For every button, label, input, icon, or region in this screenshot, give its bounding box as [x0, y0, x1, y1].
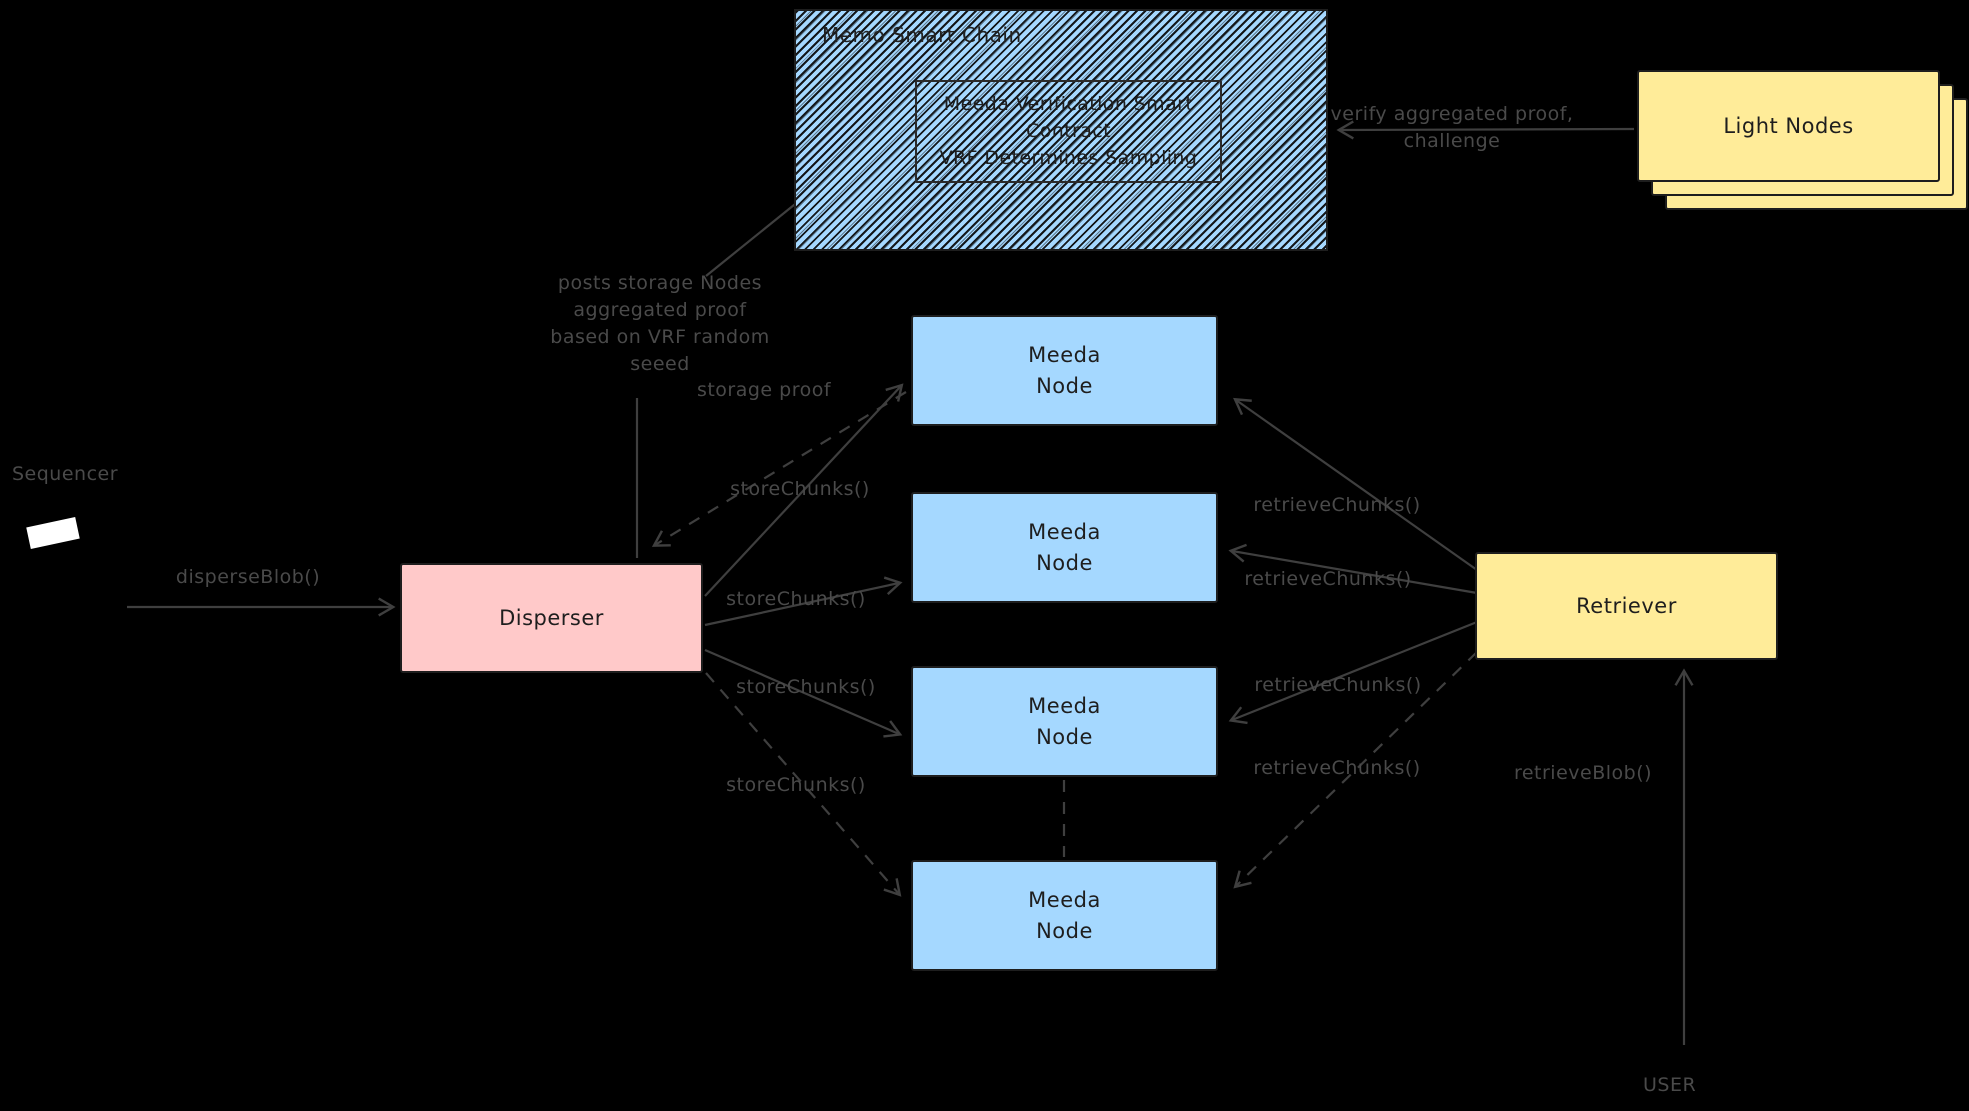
posts-proof-line: aggregated proof [573, 298, 747, 321]
disperser-label: Disperser [499, 605, 604, 630]
posts-proof-line: seeed [630, 352, 690, 375]
meeda-node-label: Meeda [1028, 343, 1101, 368]
user-label: USER [1643, 1074, 1697, 1096]
store-chunks-label-1: storeChunks() [730, 478, 870, 500]
sequencer-label: Sequencer [12, 463, 119, 485]
chain-title: Memo Smart Chain [822, 23, 1022, 47]
meeda-node-label: Node [1036, 918, 1093, 943]
store-chunks-label-2: storeChunks() [726, 588, 866, 610]
posts-proof-line: based on VRF random [550, 325, 770, 348]
meeda-node-1: Meeda Node [911, 315, 1218, 426]
posts-proof-line: posts storage Nodes [557, 272, 763, 294]
retrieve-blob-label: retrieveBlob() [1513, 762, 1653, 784]
meeda-node-label: Meeda [1028, 888, 1101, 913]
edge-retrieve-chunks-1 [1233, 397, 1478, 571]
verify-proof-label: verify aggregated proof, challenge [1331, 101, 1574, 155]
meeda-node-label: Node [1036, 724, 1093, 749]
contract-line: VRF Determines Sampling [939, 146, 1198, 169]
meeda-node-3: Meeda Node [911, 666, 1218, 777]
edge-retrieve-chunks-3 [1228, 620, 1478, 725]
retrieve-chunks-label-1: retrieveChunks() [1253, 494, 1421, 516]
light-nodes-box: Light Nodes [1637, 70, 1940, 182]
contract-line: Meeda Verification Smart [943, 93, 1194, 116]
edge-storage-proof [651, 391, 907, 547]
sequencer-shape [26, 517, 80, 549]
storage-proof-label: storage proof [696, 379, 832, 401]
verification-contract-box: Meeda Verification Smart Contract VRF De… [915, 80, 1222, 183]
light-nodes-label: Light Nodes [1723, 113, 1854, 138]
retrieve-chunks-label-4: retrieveChunks() [1253, 757, 1421, 779]
store-chunks-label-4: storeChunks() [726, 774, 866, 796]
retriever-box: Retriever [1475, 552, 1778, 660]
meeda-node-label: Node [1036, 373, 1093, 398]
retrieve-chunks-label-3: retrieveChunks() [1254, 674, 1422, 696]
retrieve-chunks-label-2: retrieveChunks() [1244, 568, 1412, 590]
disperse-blob-label: disperseBlob() [175, 566, 321, 588]
meeda-node-label: Node [1036, 550, 1093, 575]
store-chunks-label-3: storeChunks() [736, 676, 876, 698]
disperser-box: Disperser [400, 563, 703, 673]
posts-proof-label: posts storage Nodes aggregated proof bas… [550, 270, 769, 378]
meeda-node-2: Meeda Node [911, 492, 1218, 603]
contract-line: Contract [1026, 120, 1111, 143]
meeda-node-4: Meeda Node [911, 860, 1218, 971]
memo-smart-chain-box: Memo Smart Chain Meeda Verification Smar… [794, 9, 1328, 251]
verify-proof-line: challenge [1403, 129, 1501, 152]
retriever-label: Retriever [1576, 593, 1677, 618]
meeda-node-label: Meeda [1028, 520, 1101, 545]
meeda-node-label: Meeda [1028, 694, 1101, 719]
verify-proof-line: verify aggregated proof, [1330, 103, 1574, 125]
